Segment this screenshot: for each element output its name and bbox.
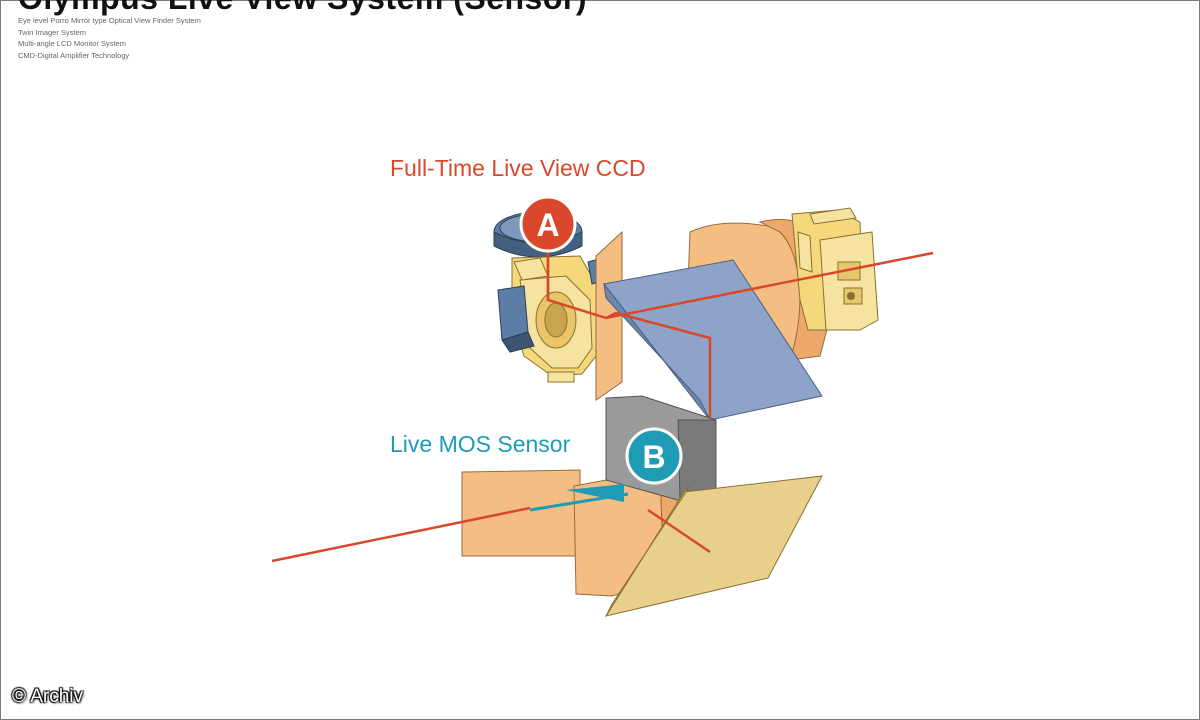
marker-a-letter: A bbox=[536, 207, 559, 243]
feature-item: CMD-Digital Amplifier Technology bbox=[18, 50, 130, 60]
main-mirror-edge bbox=[605, 485, 691, 617]
feature-list: Eye level Porro Mirror type Optical View… bbox=[18, 15, 201, 61]
reflex-mirror-side bbox=[677, 419, 717, 501]
photo-credit: © Archiv bbox=[12, 686, 84, 707]
red-incoming-path bbox=[271, 506, 711, 563]
ccd-label: Full-Time Live View CCD bbox=[390, 155, 646, 181]
marker-b-letter: B bbox=[642, 439, 665, 475]
feature-item: Eye level Porro Mirror type Optical View… bbox=[18, 16, 201, 25]
teal-light-path bbox=[529, 484, 629, 512]
marker-b: B bbox=[625, 427, 683, 485]
feature-item: Multi-angle LCD Monitor System bbox=[18, 39, 126, 48]
live-mos-label: Live MOS Sensor bbox=[390, 431, 571, 457]
marker-a: A bbox=[519, 195, 577, 300]
feature-item: Twin Imager System bbox=[18, 27, 86, 37]
page-title: Olympus Live View System (Sensor) bbox=[18, 0, 587, 17]
